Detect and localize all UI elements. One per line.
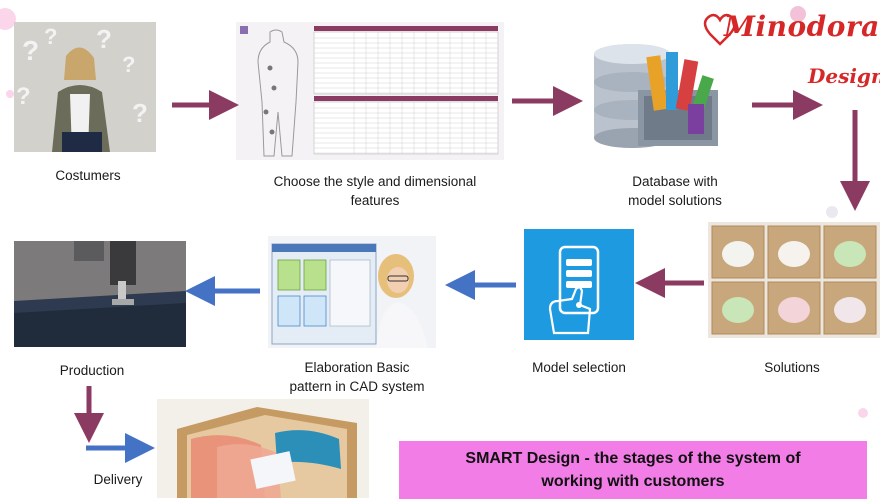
delivery-label: Delivery (93, 472, 143, 487)
database-label: Database with model solutions (600, 172, 750, 210)
title-banner: SMART Design - the stages of the system … (399, 441, 867, 499)
database-image (580, 30, 730, 170)
choose-style-label-line2: features (350, 193, 400, 208)
title-line1: SMART Design - the stages of the system … (465, 450, 801, 467)
outfit-shape (834, 241, 866, 267)
customers-image: ? ? ? ? ? ? (14, 22, 156, 152)
choose-style-label-line1: Choose the style and dimensional (273, 174, 477, 189)
svg-text:?: ? (22, 35, 39, 66)
solutions-label: Solutions (764, 360, 820, 375)
production-image (14, 241, 186, 347)
decor-blob (6, 90, 14, 98)
svg-text:?: ? (16, 83, 31, 110)
model-selection-image (524, 229, 634, 340)
elaboration-label-line2: pattern in CAD system (289, 379, 425, 394)
brand-logo: Minodora Design (690, 4, 880, 100)
solutions-image (708, 222, 880, 338)
brand-sub: Design (808, 64, 880, 88)
outfit-shape (722, 241, 754, 267)
svg-text:?: ? (96, 24, 112, 54)
customers-label: Costumers (55, 168, 121, 183)
outfit-shape (778, 297, 810, 323)
elaboration-label-line1: Elaboration Basic (304, 360, 410, 375)
decor-blob (0, 8, 16, 30)
decor-blob (826, 206, 838, 218)
outfit-shape (834, 297, 866, 323)
outfit-shape (722, 297, 754, 323)
outfit-shape (778, 241, 810, 267)
style-dimensions-image (236, 22, 504, 160)
choose-style-label: Choose the style and dimensional feature… (230, 172, 520, 210)
title-line2: working with customers (541, 473, 725, 490)
title-text: SMART Design - the stages of the system … (465, 447, 800, 493)
brand-name: Minodora (724, 10, 880, 43)
svg-text:?: ? (132, 98, 148, 128)
delivery-image (157, 399, 369, 498)
svg-text:?: ? (44, 24, 57, 49)
database-label-line2: model solutions (628, 193, 722, 208)
decor-blob (858, 408, 868, 418)
production-label: Production (59, 363, 125, 378)
svg-text:?: ? (122, 52, 135, 77)
cad-elaboration-image (268, 236, 436, 348)
database-label-line1: Database with (632, 174, 718, 189)
elaboration-label: Elaboration Basic pattern in CAD system (262, 358, 452, 396)
model-selection-label: Model selection (532, 360, 626, 375)
